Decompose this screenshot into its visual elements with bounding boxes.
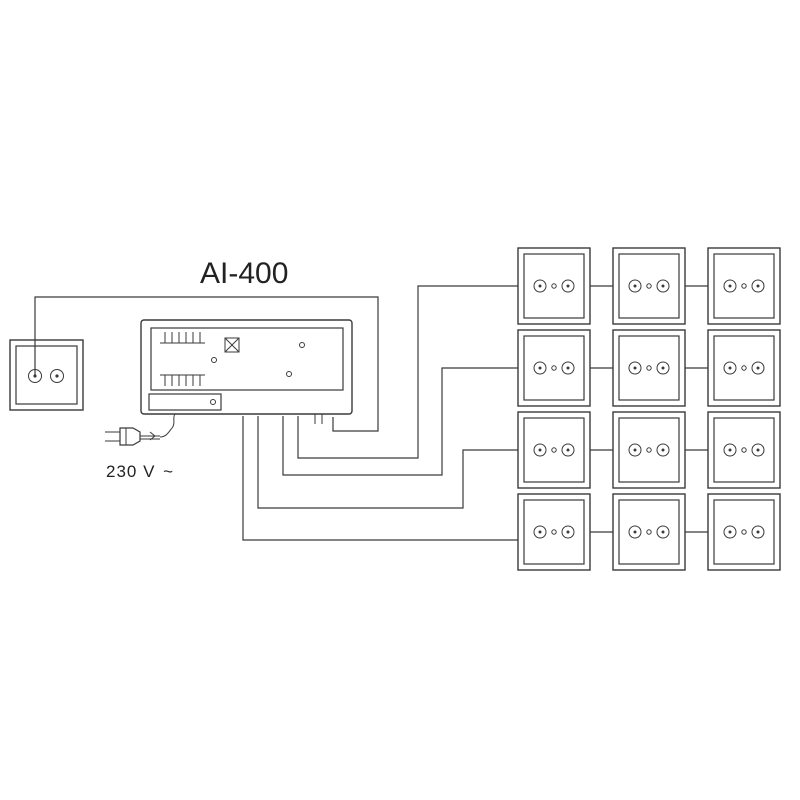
tv-outlet-icon <box>707 329 781 407</box>
tv-outlet-icon <box>517 493 591 571</box>
tv-outlet-icon <box>612 411 686 489</box>
outlet-grid <box>517 247 781 571</box>
crossed-box-icon <box>224 337 240 353</box>
tv-outlet-icon <box>517 329 591 407</box>
feed-cable-row-4 <box>242 416 518 541</box>
tv-outlet-icon <box>612 493 686 571</box>
feed-cable-row-2 <box>282 367 518 476</box>
tv-outlet-icon <box>517 247 591 325</box>
power-label: 230 V ~ <box>106 462 174 481</box>
ac-symbol: ~ <box>163 462 174 481</box>
power-plug-icon <box>105 413 176 446</box>
tv-outlet-icon <box>612 329 686 407</box>
feed-cable-row-3 <box>257 416 518 509</box>
tv-outlet-icon <box>707 247 781 325</box>
feed-cable-row-1 <box>297 285 518 459</box>
amplifier-unit-icon <box>140 319 353 424</box>
diagram-title: AI-400 <box>200 257 288 290</box>
tv-outlet-icon <box>707 493 781 571</box>
input-cable <box>34 296 379 432</box>
tv-outlet-icon <box>612 247 686 325</box>
tv-outlet-icon <box>707 411 781 489</box>
transformer-icon <box>160 332 205 386</box>
antenna-socket-icon <box>9 339 84 411</box>
tv-outlet-icon <box>517 411 591 489</box>
